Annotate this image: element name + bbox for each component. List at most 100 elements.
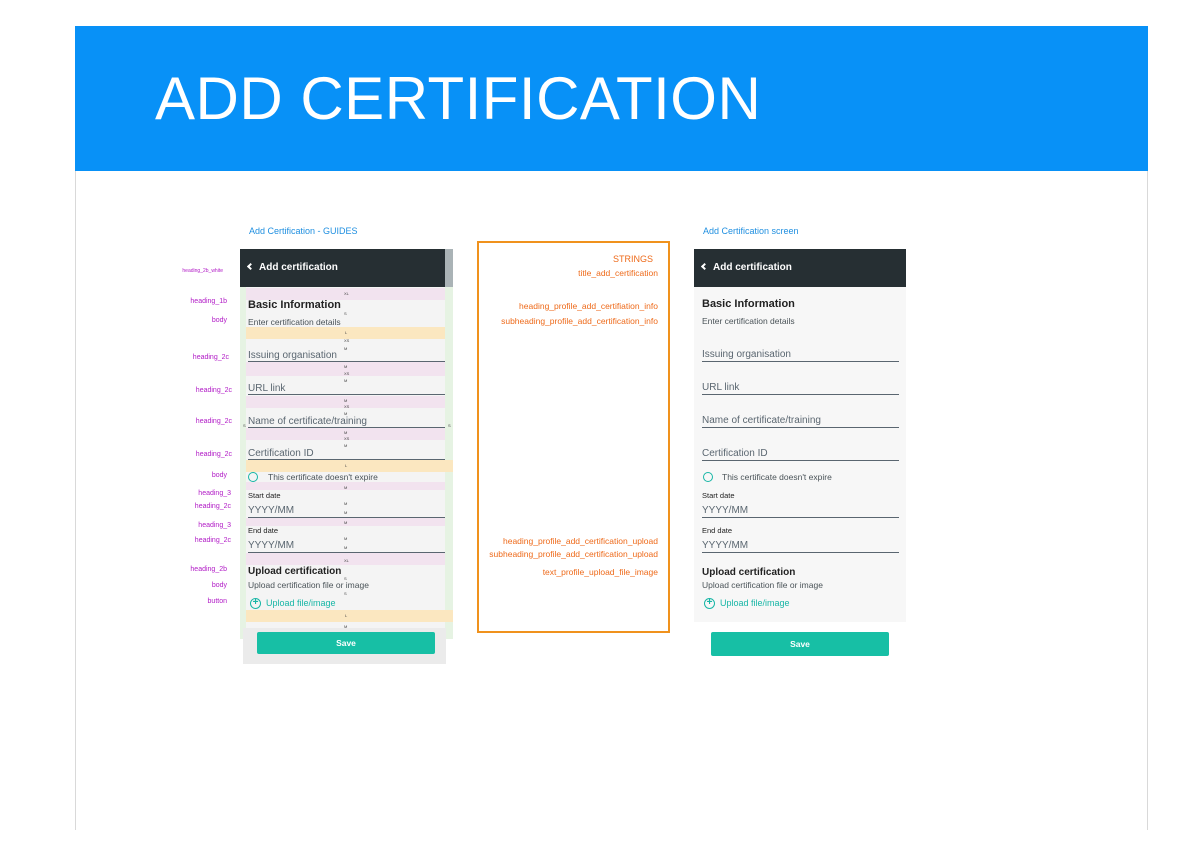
app-bar: Add certification (694, 249, 906, 287)
string-key: subheading_profile_add_certification_inf… (501, 316, 658, 326)
no-expiry-radio[interactable] (703, 472, 713, 482)
style-label: body (211, 317, 227, 324)
spacing-guide (246, 428, 445, 440)
spacing-marker: S (344, 311, 347, 316)
field-underline (702, 361, 899, 362)
style-label: heading_2c (192, 354, 229, 361)
guides-subheading: Enter certification details (248, 317, 341, 327)
start-date-label: Start date (702, 491, 735, 500)
start-date-input[interactable]: YYYY/MM (702, 505, 749, 516)
spacing-marker: XL (344, 558, 349, 563)
style-label: button (207, 598, 227, 605)
left-margin-guide (240, 249, 246, 639)
spacing-marker: XS (344, 436, 350, 441)
spacing-marker: L (345, 613, 348, 618)
guides-start-date-placeholder: YYYY/MM (248, 505, 295, 516)
back-chevron-icon (246, 262, 255, 271)
basic-info-subheading: Enter certification details (702, 316, 795, 326)
end-date-input[interactable]: YYYY/MM (702, 540, 749, 551)
upload-subheading: Upload certification file or image (702, 580, 823, 590)
string-key: title_add_certification (578, 268, 658, 278)
spacing-marker: M (344, 364, 348, 369)
no-expiry-label: This certificate doesn't expire (722, 472, 832, 482)
guides-checkbox-label: This certificate doesn't expire (268, 472, 378, 482)
style-label: heading_2c (194, 537, 231, 544)
spacing-marker: S (243, 423, 246, 428)
certification-id-field[interactable]: Certification ID (702, 448, 768, 459)
strings-panel: STRINGS title_add_certification heading_… (477, 241, 670, 633)
spacing-guide (246, 482, 445, 490)
guides-field-label: Name of certificate/training (248, 416, 367, 427)
spacing-marker: XS (344, 371, 350, 376)
guides-app-bar-title: Add certification (259, 262, 338, 273)
style-label: heading_2c (194, 503, 231, 510)
right-margin-guide (445, 249, 453, 639)
upload-file-button[interactable]: Upload file/image (720, 598, 790, 608)
appbar-margin-guide (445, 249, 453, 287)
slide-frame (75, 26, 1148, 830)
plus-circle-icon[interactable]: + (704, 598, 715, 609)
screen-caption: Add Certification screen (703, 226, 799, 236)
strings-header: STRINGS (612, 254, 653, 264)
style-label: heading_2b (190, 566, 227, 573)
title-banner: ADD CERTIFICATION (75, 26, 1148, 171)
style-label: body (211, 472, 227, 479)
guides-start-date-label: Start date (248, 491, 281, 500)
spacing-marker: M (344, 398, 348, 403)
app-bar-title: Add certification (713, 262, 792, 273)
guides-radio-icon (248, 472, 258, 482)
guides-upload-sub: Upload certification file or image (248, 580, 369, 590)
certificate-name-field[interactable]: Name of certificate/training (702, 415, 821, 426)
style-label: heading_1b (190, 298, 227, 305)
spacing-marker: M (344, 510, 348, 515)
field-underline (702, 460, 899, 461)
spacing-marker: M (344, 624, 348, 629)
spacing-guide (246, 362, 445, 376)
style-label: heading_3 (198, 490, 231, 497)
spacing-marker: S (448, 423, 451, 428)
basic-info-heading: Basic Information (702, 298, 795, 310)
guides-field-underline (248, 552, 445, 553)
form-body: Basic Information Enter certification de… (694, 287, 906, 622)
spacing-guide (246, 610, 453, 622)
spacing-marker: M (344, 501, 348, 506)
spacing-marker: M (344, 430, 348, 435)
guides-plus-circle-icon: + (250, 598, 261, 609)
style-label: heading_3 (198, 522, 231, 529)
spacing-marker: L (345, 463, 348, 468)
string-key: heading_profile_add_certifiation_info (519, 301, 658, 311)
string-key: subheading_profile_add_certification_upl… (489, 549, 658, 559)
save-button[interactable]: Save (711, 632, 889, 656)
spacing-marker: M (344, 411, 348, 416)
url-link-field[interactable]: URL link (702, 382, 740, 393)
spacing-marker: XS (344, 404, 350, 409)
end-date-label: End date (702, 526, 733, 535)
guides-heading: Basic Information (248, 299, 341, 311)
spacing-guide (246, 553, 445, 565)
guides-end-date-label: End date (248, 526, 279, 535)
spacing-marker: M (344, 346, 348, 351)
style-label: heading_2c (195, 451, 232, 458)
guides-field-label: Certification ID (248, 448, 314, 459)
field-underline (702, 394, 899, 395)
guides-caption: Add Certification - GUIDES (249, 226, 358, 236)
string-key: text_profile_upload_file_image (542, 567, 658, 577)
field-underline (702, 552, 899, 553)
guides-field-label: Issuing organisation (248, 350, 337, 361)
spacing-guide (246, 460, 453, 472)
spacing-guide (246, 327, 445, 339)
guides-field-underline (248, 394, 445, 395)
spacing-guide (246, 288, 445, 300)
spacing-marker: M (344, 520, 348, 525)
spacing-guide (246, 396, 445, 408)
guides-save-button: Save (257, 632, 435, 654)
style-label: heading_2b_white (182, 268, 223, 274)
spacing-marker: M (344, 443, 348, 448)
issuing-organisation-field[interactable]: Issuing organisation (702, 349, 791, 360)
style-label: heading_2c (195, 387, 232, 394)
string-key: heading_profile_add_certification_upload (502, 536, 658, 546)
spacing-guide (246, 518, 445, 526)
spacing-marker: XS (344, 338, 350, 343)
spacing-marker: M (344, 536, 348, 541)
back-chevron-icon[interactable] (700, 262, 709, 271)
